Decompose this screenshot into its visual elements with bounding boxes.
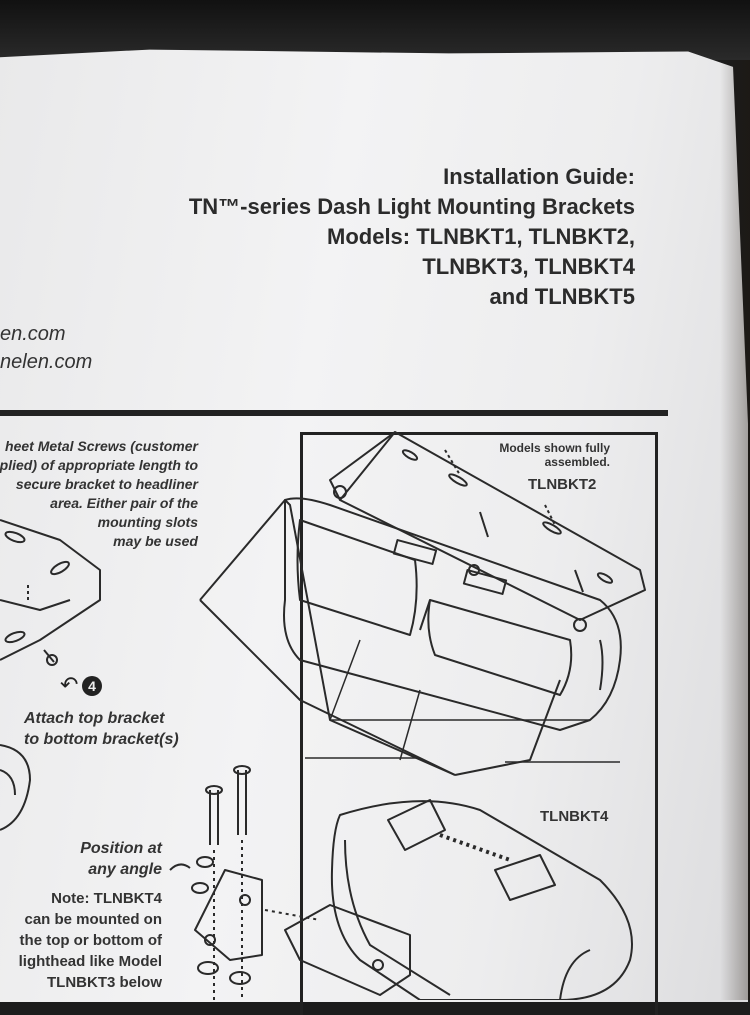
mounting-note-line: the top or bottom of — [19, 932, 162, 949]
title-line-4: TLNBKT3, TLNBKT4 — [422, 254, 635, 279]
curved-arrow-icon: ↶ — [60, 672, 79, 697]
step-line-2: to bottom bracket(s) — [24, 731, 179, 748]
instruction-sheet — [0, 49, 748, 1002]
position-note: Position at any angle — [80, 838, 162, 880]
screw-note-line: may be used — [113, 533, 198, 549]
website-text: en.com nelen.com — [0, 320, 92, 376]
models-note-line-1: Models shown fully — [499, 441, 610, 455]
title-line-3: Models: TLNBKT1, TLNBKT2, — [327, 224, 635, 249]
hardware-drawing — [169, 765, 411, 1000]
mounting-note-line: can be mounted on — [24, 911, 162, 928]
website-line-2: nelen.com — [0, 351, 93, 373]
section-divider — [0, 410, 668, 416]
screw-note-line: area. Either pair of the — [50, 495, 198, 511]
guide-title: Installation Guide: TN™-series Dash Ligh… — [189, 162, 635, 312]
website-line-1: en.com — [0, 323, 66, 345]
screw-note-line: plied) of appropriate length to — [0, 457, 198, 473]
models-note: Models shown fully assembled. — [499, 441, 610, 469]
title-line-1: Installation Guide: — [443, 164, 635, 189]
screw-note: heet Metal Screws (customer plied) of ap… — [0, 437, 198, 551]
mounting-note-line: Note: TLNBKT4 — [51, 890, 162, 907]
model-tag-tlnbkt4: TLNBKT4 — [540, 808, 609, 825]
screw-note-line: mounting slots — [97, 514, 198, 530]
position-line-2: any angle — [88, 861, 162, 878]
screw-note-line: heet Metal Screws (customer — [5, 438, 198, 454]
mounting-note-line: lighthead like Model — [18, 953, 162, 970]
tlnbkt4-drawing — [330, 799, 633, 1000]
screw-note-line: secure bracket to headliner — [15, 476, 198, 492]
models-note-line-2: assembled. — [544, 455, 610, 469]
figure-frame — [300, 432, 658, 1015]
mounting-note-line: TLNBKT3 below — [47, 974, 162, 991]
left-bracket-drawing — [0, 519, 101, 831]
step-number-badge: 4 — [82, 676, 102, 696]
mounting-note: Note: TLNBKT4 can be mounted on the top … — [19, 888, 162, 993]
model-tag-tlnbkt2: TLNBKT2 — [528, 476, 597, 493]
title-line-5: and TLNBKT5 — [489, 284, 635, 309]
title-line-2: TN™-series Dash Light Mounting Brackets — [188, 194, 635, 219]
step-instruction: Attach top bracket to bottom bracket(s) — [24, 708, 179, 750]
table-background — [0, 0, 750, 60]
tlnbkt2-drawing — [199, 431, 646, 776]
step-line-1: Attach top bracket — [24, 710, 165, 727]
page-shadow — [720, 60, 750, 1000]
position-line-1: Position at — [80, 840, 162, 857]
